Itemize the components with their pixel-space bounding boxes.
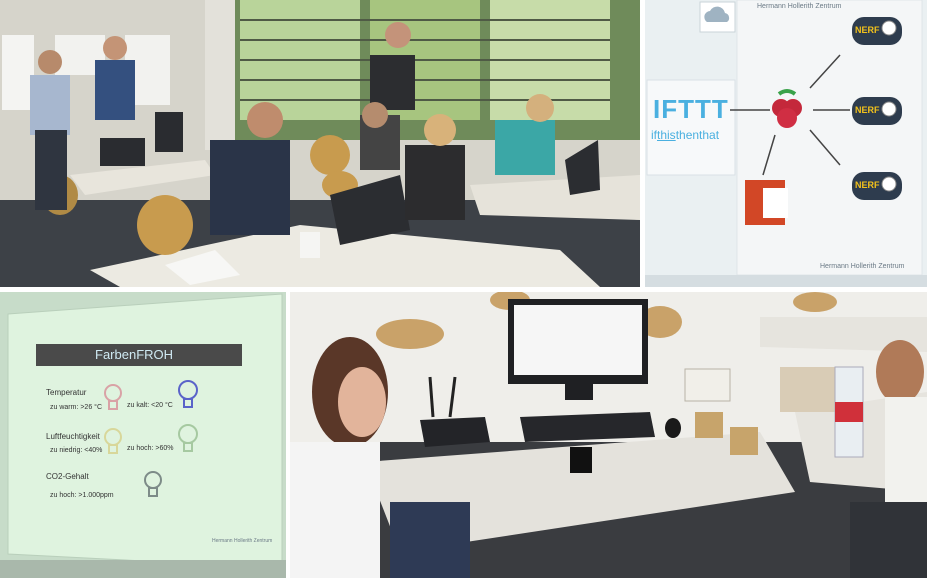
photo-monitor-table-illustration (290, 292, 927, 578)
slide-header-text: Hermann Hollerith Zentrum (757, 3, 842, 10)
ifttt-tagline-this: this (657, 128, 676, 142)
ifttt-slide-illustration (645, 0, 927, 287)
dash-button-icon (852, 97, 902, 125)
dash-button-label: NERF (855, 180, 880, 190)
ifttt-logo-text: IFTTT (653, 94, 729, 124)
ifttt-tagline-if: if (651, 128, 657, 142)
dash-button-label: NERF (855, 25, 880, 35)
photo-monitor-table (290, 292, 927, 578)
photo-workshop-room-illustration (0, 0, 640, 287)
dash-button-label: NERF (855, 105, 880, 115)
bulb-icon (104, 384, 122, 410)
dash-button-icon (852, 172, 902, 200)
cloud-icon (704, 6, 730, 22)
slide-row-right-temperatur: zu kalt: <20 °C (127, 402, 173, 409)
powerpoint-icon (745, 180, 788, 225)
dash-button-icon (852, 17, 902, 45)
ifttt-tagline-then: then (675, 128, 700, 142)
photo-workshop-room (0, 0, 640, 287)
photo-farbenfroh-slide: FarbenFROH Temperatur zu warm: >26 °C zu… (0, 292, 286, 578)
bulb-icon (104, 428, 122, 454)
slide-footer-text: Hermann Hollerith Zentrum (820, 263, 905, 270)
raspberry-pi-icon (772, 89, 802, 128)
slide-row-heading-luftfeuchtigkeit: Luftfeuchtigkeit (46, 432, 100, 441)
slide-row-heading-co2: CO2-Gehalt (46, 472, 89, 481)
bulb-icon (178, 380, 198, 408)
slide-row-right-luftfeuchtigkeit: zu hoch: >60% (127, 445, 174, 452)
slide-row-heading-temperatur: Temperatur (46, 388, 87, 397)
slide-title: FarbenFROH (95, 347, 174, 362)
bulb-icon (144, 471, 162, 497)
ifttt-tagline-that: that (699, 128, 720, 142)
farbenfroh-slide-illustration (0, 292, 286, 578)
slide-footer-text: Hermann Hollerith Zentrum (212, 538, 273, 544)
photo-ifttt-slide: Hermann Hollerith Zentrum IFTTT ifthisth… (645, 0, 927, 287)
ifttt-tagline: ifthisthenthat (651, 128, 719, 142)
slide-row-left-co2: zu hoch: >1.000ppm (50, 492, 114, 499)
slide-row-left-luftfeuchtigkeit: zu niedrig: <40% (50, 447, 103, 454)
bulb-icon (178, 424, 198, 452)
slide-row-left-temperatur: zu warm: >26 °C (50, 404, 103, 411)
